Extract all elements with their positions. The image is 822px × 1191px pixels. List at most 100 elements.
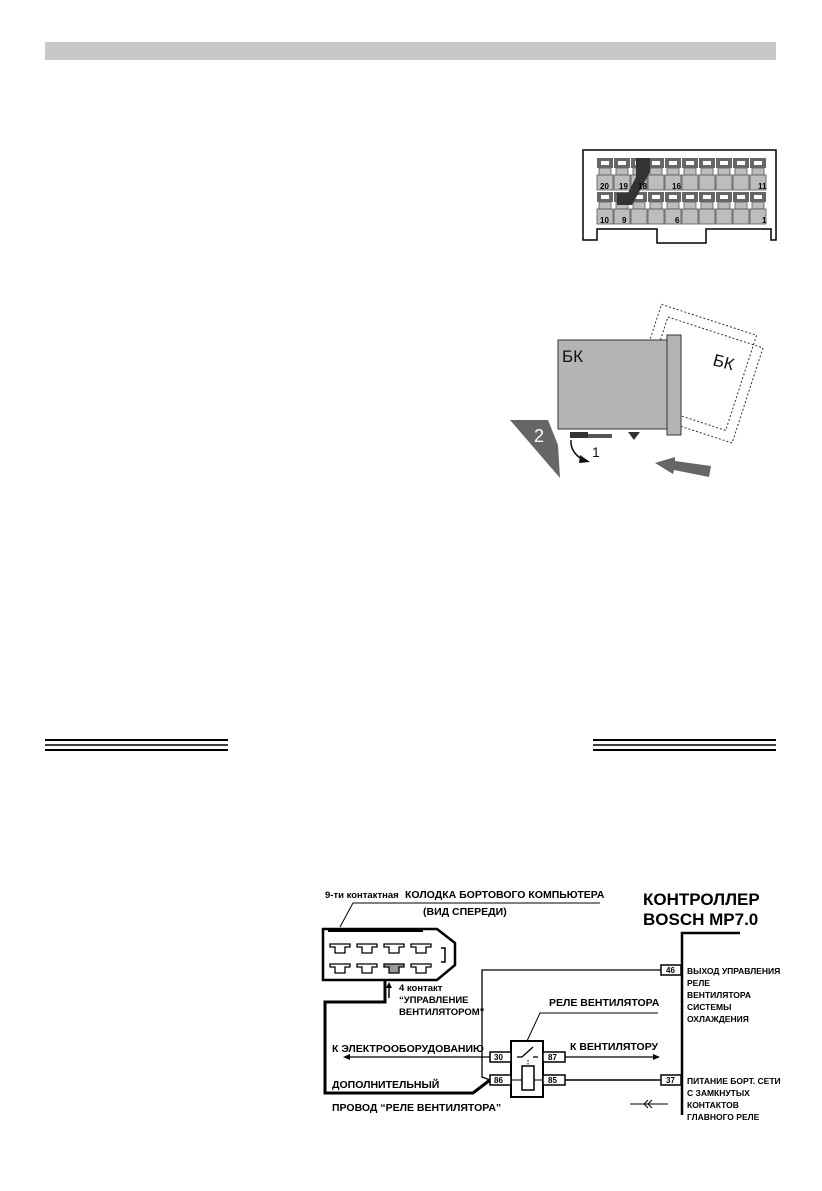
connector-title: КОЛОДКА БОРТОВОГО КОМПЬЮТЕРА — [405, 889, 605, 901]
connector-pin — [751, 201, 765, 210]
pin46-desc: ОХЛАЖДЕНИЯ — [687, 1014, 749, 1024]
connector-pin — [601, 161, 609, 165]
connector-pin — [596, 174, 614, 191]
connector-pin — [698, 174, 716, 191]
connector-pin — [613, 174, 631, 191]
pin4-label-line1: 4 контакт — [399, 983, 443, 994]
to-equipment-label: К ЭЛЕКТРООБОРУДОВАНИЮ — [332, 1043, 484, 1055]
connector-pin — [613, 208, 631, 225]
connector-pin — [664, 174, 682, 191]
pin-number: 11 — [758, 182, 767, 191]
connector-pin — [683, 201, 697, 210]
connector-20-pin-diagram: 20 19 18 16 11 10 9 6 1 — [582, 149, 777, 244]
extra-wire-label-line1: ДОПОЛНИТЕЛЬНЫЙ — [332, 1078, 439, 1091]
connector-terminal — [329, 963, 351, 974]
connector-pin — [749, 208, 767, 225]
pin-number: 9 — [622, 216, 627, 225]
connector-pin — [652, 195, 660, 199]
connector-pin — [683, 167, 697, 176]
connector-terminal — [356, 943, 378, 954]
connector-pin — [598, 167, 612, 176]
connector-pin — [601, 195, 609, 199]
pin-number: 1 — [762, 216, 767, 225]
connector-pin — [632, 201, 646, 210]
connector-pin — [720, 161, 728, 165]
connector-pin — [734, 167, 748, 176]
connector-pin — [754, 161, 762, 165]
relay-pin-85: 85 — [548, 1076, 557, 1085]
connector-pin — [717, 167, 731, 176]
relay-pin-30: 30 — [494, 1053, 503, 1062]
connector-pin — [754, 195, 762, 199]
connector-pin — [720, 195, 728, 199]
connector-pin — [686, 161, 694, 165]
connector-pin — [664, 208, 682, 225]
connector-pin — [717, 201, 731, 210]
connector-pin — [732, 174, 750, 191]
to-fan-label: К ВЕНТИЛЯТОРУ — [570, 1041, 659, 1053]
pin37-desc: С ЗАМКНУТЫХ — [687, 1088, 750, 1098]
pin4-label-line3: ВЕНТИЛЯТОРОМ” — [399, 1007, 485, 1018]
connector-terminal — [383, 963, 405, 974]
bk-installation-diagram: БК БК 2 1 — [510, 303, 764, 478]
header-bar — [45, 42, 776, 60]
connector-pin — [681, 208, 699, 225]
connector-pin — [652, 161, 660, 165]
connector-pin — [700, 201, 714, 210]
bk-label: БК — [562, 347, 583, 366]
connector-pin — [703, 195, 711, 199]
controller-title-line1: КОНТРОЛЛЕР — [643, 890, 760, 909]
connector-terminal — [410, 963, 432, 974]
pin37-desc: ПИТАНИЕ БОРТ. СЕТИ — [687, 1076, 781, 1086]
section-divider-right — [593, 739, 776, 751]
pin37-desc: КОНТАКТОВ — [687, 1100, 739, 1110]
connector-pin — [618, 161, 626, 165]
connector-pin — [715, 208, 733, 225]
relay-pin-86: 86 — [494, 1076, 503, 1085]
connector-pin — [715, 174, 733, 191]
connector-pin — [649, 201, 663, 210]
step-2-label: 2 — [534, 426, 544, 446]
connector-pin — [686, 195, 694, 199]
pin4-label-line2: “УПРАВЛЕНИЕ — [399, 995, 469, 1006]
relay-pin-87: 87 — [548, 1053, 557, 1062]
connector-pin — [649, 167, 663, 176]
fan-relay-wiring-diagram: 9-ти контактная КОЛОДКА БОРТОВОГО КОМПЬЮ… — [321, 889, 781, 1122]
connector-pin — [596, 208, 614, 225]
connector-pin — [732, 208, 750, 225]
pin-number: 6 — [675, 216, 680, 225]
pin46-desc: СИСТЕМЫ — [687, 1002, 731, 1012]
connector-pin — [703, 161, 711, 165]
connector-title-prefix: 9-ти контактная — [325, 890, 399, 901]
extra-wire-label-line2: ПРОВОД “РЕЛЕ ВЕНТИЛЯТОРА” — [332, 1102, 501, 1114]
controller-pin-37: 37 — [666, 1076, 675, 1085]
connector-pin — [630, 208, 648, 225]
connector-pin — [751, 167, 765, 176]
connector-pin — [615, 167, 629, 176]
connector-pin — [737, 195, 745, 199]
pin-number: 18 — [638, 182, 647, 191]
connector-pin — [598, 201, 612, 210]
pin-number: 20 — [600, 182, 609, 191]
connector-pin — [635, 195, 643, 199]
relay-label: РЕЛЕ ВЕНТИЛЯТОРА — [549, 997, 660, 1009]
pin46-desc: ВЕНТИЛЯТОРА — [687, 990, 751, 1000]
pin37-desc: ГЛАВНОГО РЕЛЕ — [687, 1112, 760, 1122]
pin46-desc: ВЫХОД УПРАВЛЕНИЯ — [687, 966, 780, 976]
pin-number: 10 — [600, 216, 609, 225]
connector-pin — [647, 208, 665, 225]
connector-pin — [669, 195, 677, 199]
section-divider-left — [45, 739, 228, 751]
connector-pin — [647, 174, 665, 191]
connector-pin — [737, 161, 745, 165]
connector-pin — [698, 208, 716, 225]
pin-number: 19 — [619, 182, 628, 191]
connector-terminal — [410, 943, 432, 954]
connector-pin — [666, 167, 680, 176]
connector-view: (ВИД СПЕРЕДИ) — [423, 906, 507, 918]
connector-pin — [734, 201, 748, 210]
controller-title-line2: BOSCH MP7.0 — [643, 910, 758, 929]
connector-pin — [700, 167, 714, 176]
bk-label-tilted: БК — [711, 351, 736, 375]
